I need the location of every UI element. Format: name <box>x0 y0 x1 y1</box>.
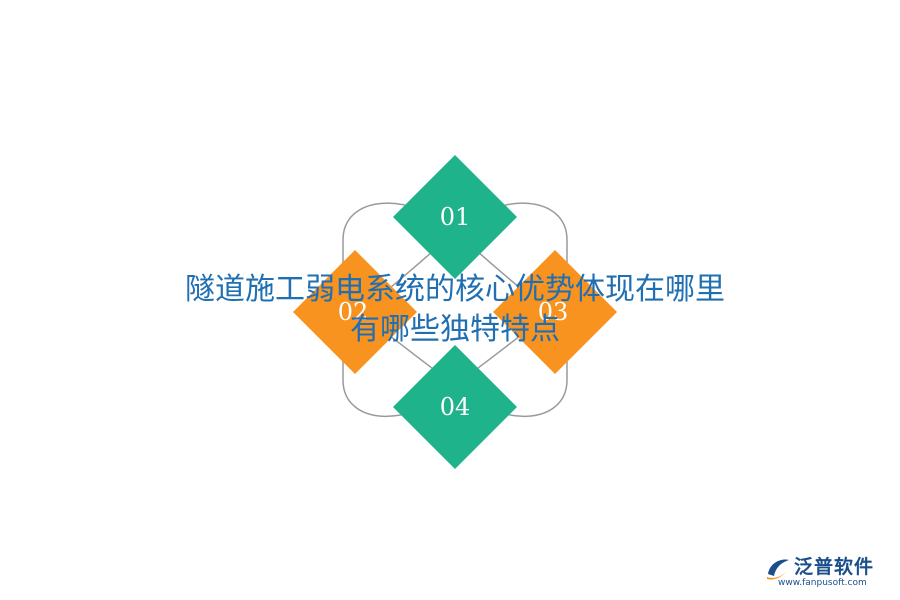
node-03-diamond <box>493 250 617 374</box>
logo-name: 泛普软件 <box>794 556 875 578</box>
node-02: 02 <box>293 250 417 374</box>
node-04: 04 <box>393 345 517 469</box>
node-02-diamond <box>293 250 417 374</box>
node-01-diamond <box>393 155 517 279</box>
brand-logo: 泛普软件 www.fanpusoft.com <box>764 550 894 594</box>
node-04-diamond <box>393 345 517 469</box>
diagram-title: 隧道施工弱电系统的核心优势体现在哪里 有哪些独特特点 <box>0 270 900 350</box>
node-02-label: 02 <box>338 298 369 326</box>
node-03: 03 <box>493 250 617 374</box>
node-04-label: 04 <box>440 393 471 421</box>
title-line-1: 隧道施工弱电系统的核心优势体现在哪里 <box>185 272 725 307</box>
logo-url: www.fanpusoft.com <box>778 578 867 588</box>
title-line-2: 有哪些独特特点 <box>350 312 560 347</box>
node-01-label: 01 <box>440 203 471 231</box>
logo-mark-icon <box>767 559 789 580</box>
node-01: 01 <box>393 155 517 279</box>
node-03-label: 03 <box>538 298 569 326</box>
